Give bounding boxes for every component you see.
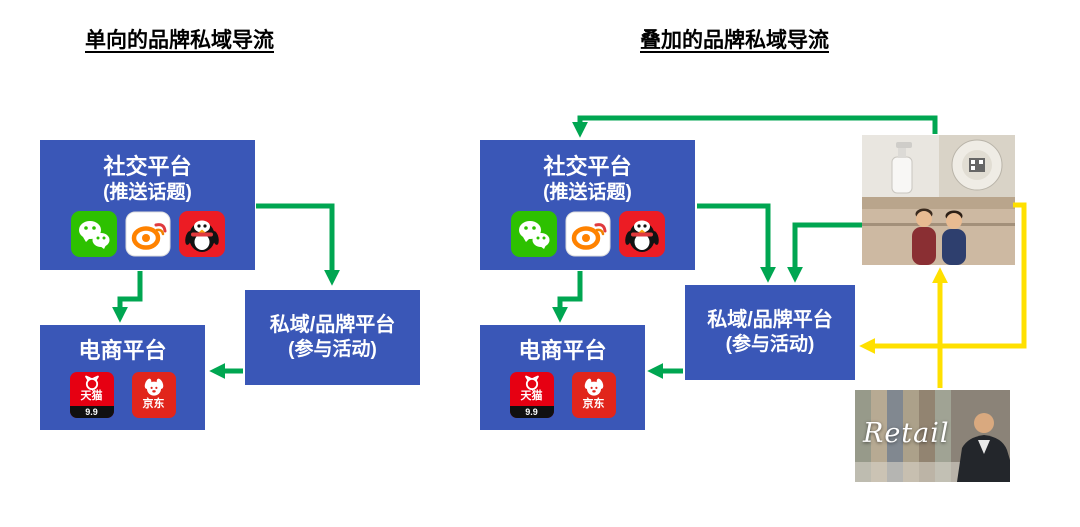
box-label: 电商平台: [518, 338, 607, 364]
box-sublabel: (推送话题): [103, 181, 192, 203]
box-label: 私域/品牌平台: [707, 309, 833, 332]
ecommerce-icons-row: 天猫 9.9 京东: [509, 371, 616, 418]
qq-icon: [178, 210, 225, 257]
left-arrow-social-to-ecommerce: [111, 271, 143, 323]
right-title: 叠加的品牌私域导流: [640, 29, 829, 52]
right-arrow-product-to-private: [786, 222, 862, 283]
weibo-icon: [125, 211, 170, 257]
right-arrow-social-to-private: [697, 203, 777, 283]
tmall-label: 天猫: [520, 389, 543, 402]
tmall-badge: 9.9: [69, 405, 114, 418]
wechat-icon: [510, 210, 557, 257]
tmall-icon: 天猫 9.9: [69, 371, 114, 418]
left-private-brand-platform-box: 私域/品牌平台 (参与活动): [245, 290, 420, 385]
jd-label: 京东: [582, 397, 605, 410]
right-ecommerce-platform-box: 电商平台 天猫 9.9 京东: [480, 325, 645, 430]
box-sublabel: (参与活动): [725, 334, 815, 356]
right-private-brand-platform-box: 私域/品牌平台 (参与活动): [685, 285, 855, 380]
left-social-platform-box: 社交平台 (推送话题): [40, 140, 255, 270]
box-label: 私域/品牌平台: [269, 314, 396, 337]
tmall-badge: 9.9: [509, 405, 554, 418]
retail-photo-text: Retail: [863, 418, 950, 449]
left-title: 单向的品牌私域导流: [85, 29, 274, 52]
tmall-icon: 天猫 9.9: [509, 371, 554, 418]
wechat-icon: [70, 210, 117, 257]
jd-icon: 京东: [571, 371, 616, 418]
product-photo-collage: [862, 135, 1015, 265]
box-sublabel: (推送话题): [543, 181, 632, 203]
left-ecommerce-platform-box: 电商平台 天猫 9.9 京东: [40, 325, 205, 430]
box-label: 社交平台: [103, 154, 192, 180]
box-label: 电商平台: [78, 338, 167, 364]
ecommerce-icons-row: 天猫 9.9 京东: [69, 371, 176, 418]
right-arrow-social-to-ecommerce: [551, 271, 583, 323]
left-arrow-social-to-private: [256, 203, 341, 286]
right-social-platform-box: 社交平台 (推送话题): [480, 140, 695, 270]
right-arrow-product-to-social: [571, 115, 938, 138]
social-icons-row: [510, 210, 665, 257]
box-label: 社交平台: [543, 154, 632, 180]
jd-label: 京东: [142, 397, 165, 410]
qq-icon: [618, 210, 665, 257]
tmall-label: 天猫: [80, 389, 103, 402]
box-sublabel: (参与活动): [288, 339, 377, 361]
retail-photo: Retail: [855, 390, 1010, 482]
weibo-icon: [565, 211, 610, 257]
jd-icon: 京东: [131, 371, 176, 418]
social-icons-row: [70, 210, 225, 257]
